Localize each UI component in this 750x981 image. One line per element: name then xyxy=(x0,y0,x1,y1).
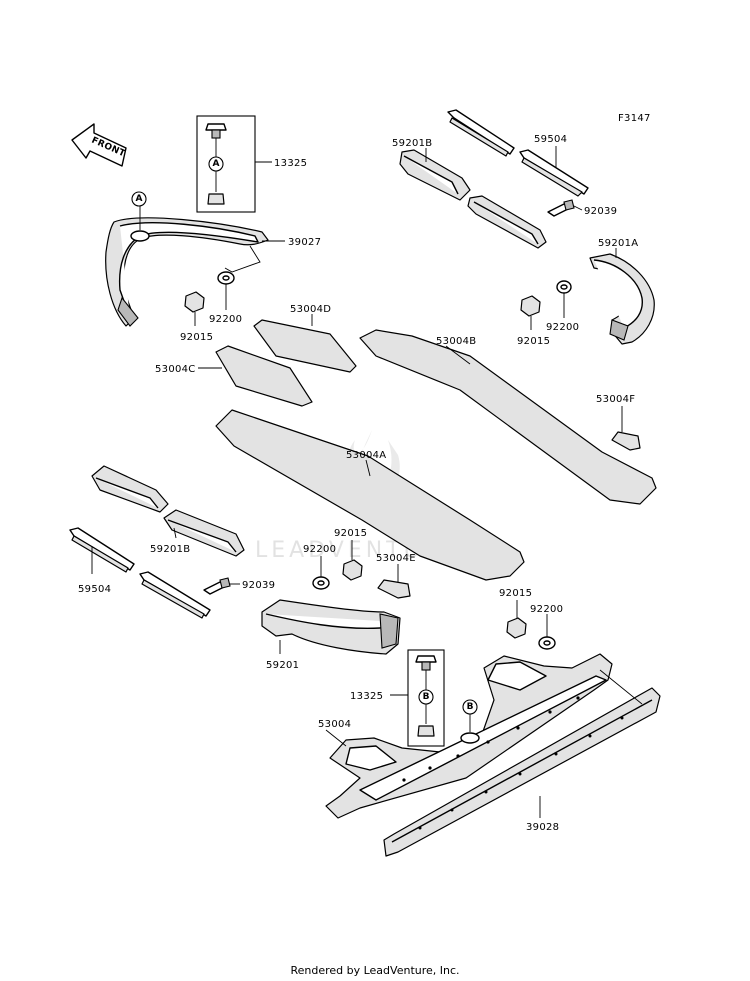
label-92039-bottom: 92039 xyxy=(242,580,275,591)
part-59504-bottom: 59504 xyxy=(69,527,211,619)
part-59201A: 59201A xyxy=(589,238,655,345)
part-92039-bottom: 92039 xyxy=(203,577,275,595)
label-92015-low: 92015 xyxy=(499,588,532,599)
label-92200-right: 92200 xyxy=(546,322,579,333)
callout-a-grip: A xyxy=(136,194,143,204)
label-53004F: 53004F xyxy=(596,394,635,405)
part-59201B-bottom: 59201B xyxy=(91,465,245,557)
label-13325-bottom: 13325 xyxy=(350,691,383,702)
part-39027-grip: A 39027 xyxy=(105,191,321,327)
part-92015-left: 92015 xyxy=(180,291,213,343)
label-39028: 39028 xyxy=(526,822,559,833)
label-53004E: 53004E xyxy=(376,553,416,564)
part-92015-mid: 92015 xyxy=(334,528,367,581)
footer-credit: Rendered by LeadVenture, Inc. xyxy=(290,964,459,977)
part-53004A-mat: 53004A xyxy=(215,409,525,581)
label-53004B: 53004B xyxy=(436,336,476,347)
label-59504-bottom: 59504 xyxy=(78,584,111,595)
part-92015-low: 92015 xyxy=(499,588,532,639)
label-53004C: 53004C xyxy=(155,364,196,375)
label-92200-left: 92200 xyxy=(209,314,242,325)
label-59201: 59201 xyxy=(266,660,299,671)
part-53004D-mat: 53004D xyxy=(253,304,357,373)
label-59201A: 59201A xyxy=(598,238,638,249)
label-53004D: 53004D xyxy=(290,304,331,315)
part-53004F-mat: 53004F xyxy=(596,394,641,451)
label-92200-low: 92200 xyxy=(530,604,563,615)
callout-b-box: B xyxy=(423,692,430,702)
part-92200-low: 92200 xyxy=(530,604,563,650)
label-92039-top: 92039 xyxy=(584,206,617,217)
part-92015-right: 92015 xyxy=(517,295,550,347)
callout-b-bumper: B xyxy=(467,702,474,712)
label-39027: 39027 xyxy=(288,237,321,248)
label-59201B-top: 59201B xyxy=(392,138,432,149)
part-92200-mid: 92200 xyxy=(303,544,336,590)
label-59201B-bottom: 59201B xyxy=(150,544,190,555)
label-53004: 53004 xyxy=(318,719,351,730)
part-13325-bottom-group: 13325 B xyxy=(350,649,445,747)
part-92200-left: 92200 xyxy=(209,271,242,325)
part-59201B-top: 59201B xyxy=(392,138,547,249)
label-59504-top: 59504 xyxy=(534,134,567,145)
callout-a-top: A xyxy=(213,159,220,169)
label-92015-left: 92015 xyxy=(180,332,213,343)
label-13325-top: 13325 xyxy=(274,158,307,169)
part-53004E-mat: 53004E xyxy=(376,553,416,599)
figure-code: F3147 xyxy=(618,113,651,124)
label-92015-right: 92015 xyxy=(517,336,550,347)
part-59504-top: 59504 xyxy=(447,109,589,197)
front-arrow-icon: FRONT xyxy=(71,123,127,167)
part-92200-right: 92200 xyxy=(546,280,579,333)
part-59201-handle: 59201 xyxy=(261,599,401,671)
part-39028-strip: 39028 xyxy=(383,669,661,857)
part-92039-top: 92039 xyxy=(547,199,617,217)
label-92015-mid: 92015 xyxy=(334,528,367,539)
part-53004C-mat: 53004C xyxy=(155,345,313,407)
part-53004B-mat: 53004B xyxy=(359,329,657,505)
label-92200-mid: 92200 xyxy=(303,544,336,555)
label-53004A: 53004A xyxy=(346,450,386,461)
part-53004-bumper: B 53004 xyxy=(318,653,613,819)
part-13325-top-group: 13325 A xyxy=(196,115,307,213)
